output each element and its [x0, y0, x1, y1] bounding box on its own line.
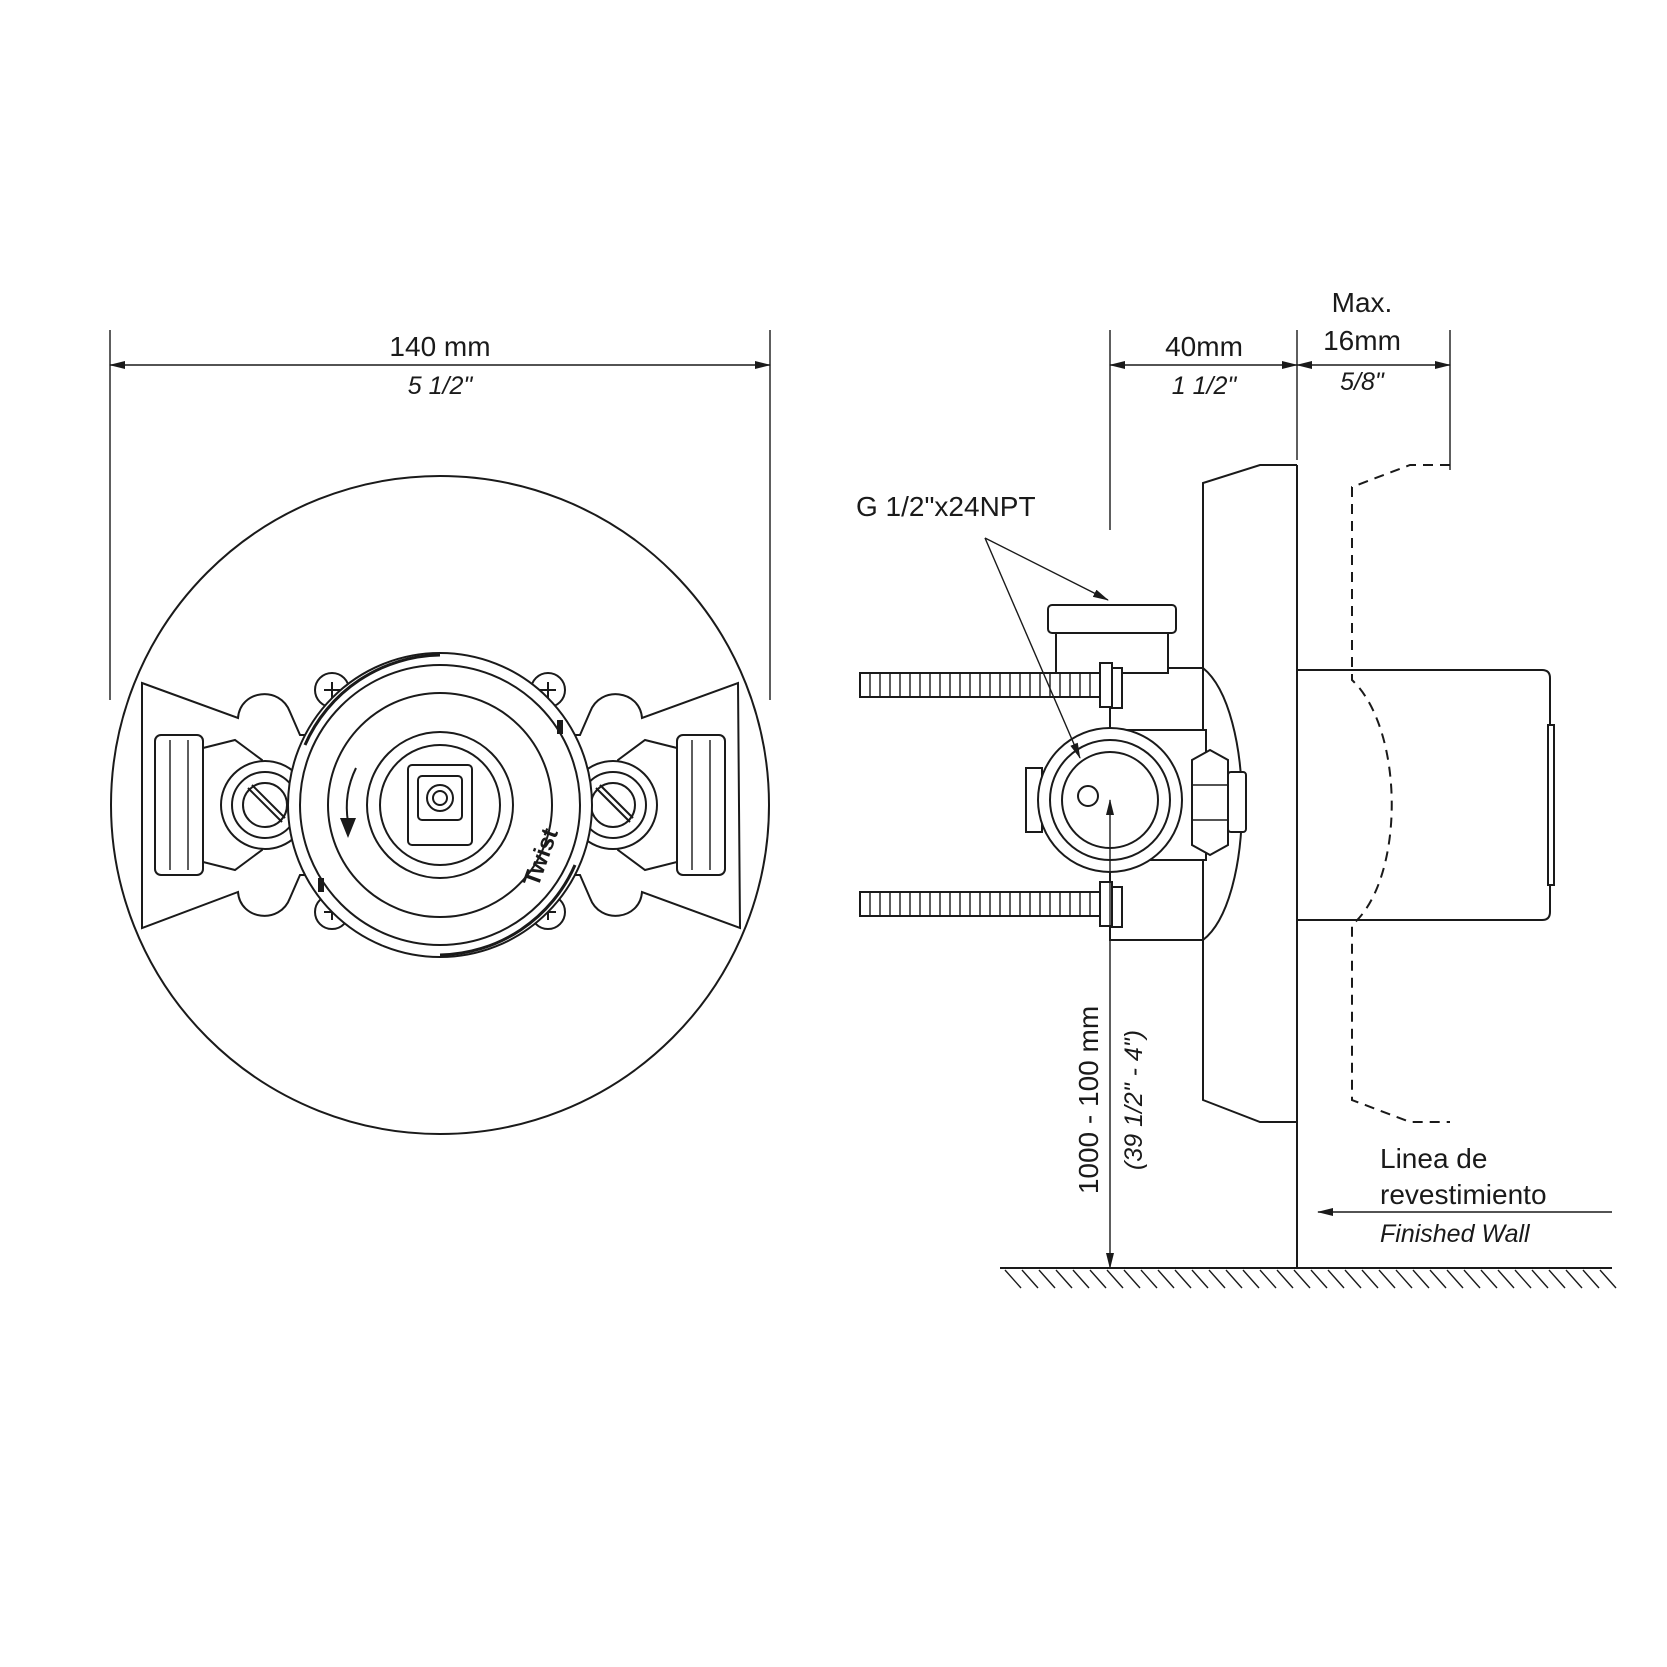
max-label: Max. — [1332, 287, 1393, 318]
height-inch-label: (39 1/2" - 4") — [1120, 1030, 1148, 1170]
threaded-rod-bottom — [859, 881, 1123, 928]
width-mm-label: 140 mm — [389, 331, 490, 362]
height-dimension: 1000 - 100 mm (39 1/2" - 4") — [1073, 799, 1148, 1269]
inlet-pipe-left — [154, 734, 310, 876]
trim-outline-dashed — [1351, 464, 1450, 1123]
thread-label: G 1/2"x24NPT — [856, 491, 1036, 522]
depth-inch-label: 1 1/2" — [1172, 372, 1238, 400]
front-view: 140 mm 5 1/2" — [109, 330, 771, 1135]
depth-mm-label: 40mm — [1165, 331, 1243, 362]
cover-inch-label: 5/8" — [1340, 368, 1385, 396]
escutcheon-plate — [110, 475, 770, 1135]
side-view: 40mm 1 1/2" Max. 16mm 5/8" — [856, 287, 1617, 1289]
thread-callout: G 1/2"x24NPT — [856, 491, 1109, 759]
wall-label-es-1: Linea de — [1380, 1143, 1487, 1174]
trim-handle — [1297, 669, 1551, 921]
wall-callout: Linea de revestimiento Finished Wall — [1317, 1143, 1612, 1248]
cover-mm-label: 16mm — [1323, 325, 1401, 356]
width-dimension: 140 mm 5 1/2" — [109, 330, 771, 700]
inlet-port — [1025, 727, 1183, 873]
mounting-bracket — [141, 681, 742, 930]
width-inch-label: 5 1/2" — [408, 372, 474, 400]
wall-label-es-2: revestimiento — [1380, 1179, 1547, 1210]
height-mm-label: 1000 - 100 mm — [1073, 1006, 1104, 1194]
depth-dimension: 40mm 1 1/2" Max. 16mm 5/8" — [1109, 287, 1451, 530]
valve-body: Twist — [287, 652, 593, 958]
wall-label-en: Finished Wall — [1380, 1220, 1531, 1248]
threaded-rod-top — [859, 662, 1123, 709]
floor-line — [1000, 1267, 1617, 1289]
